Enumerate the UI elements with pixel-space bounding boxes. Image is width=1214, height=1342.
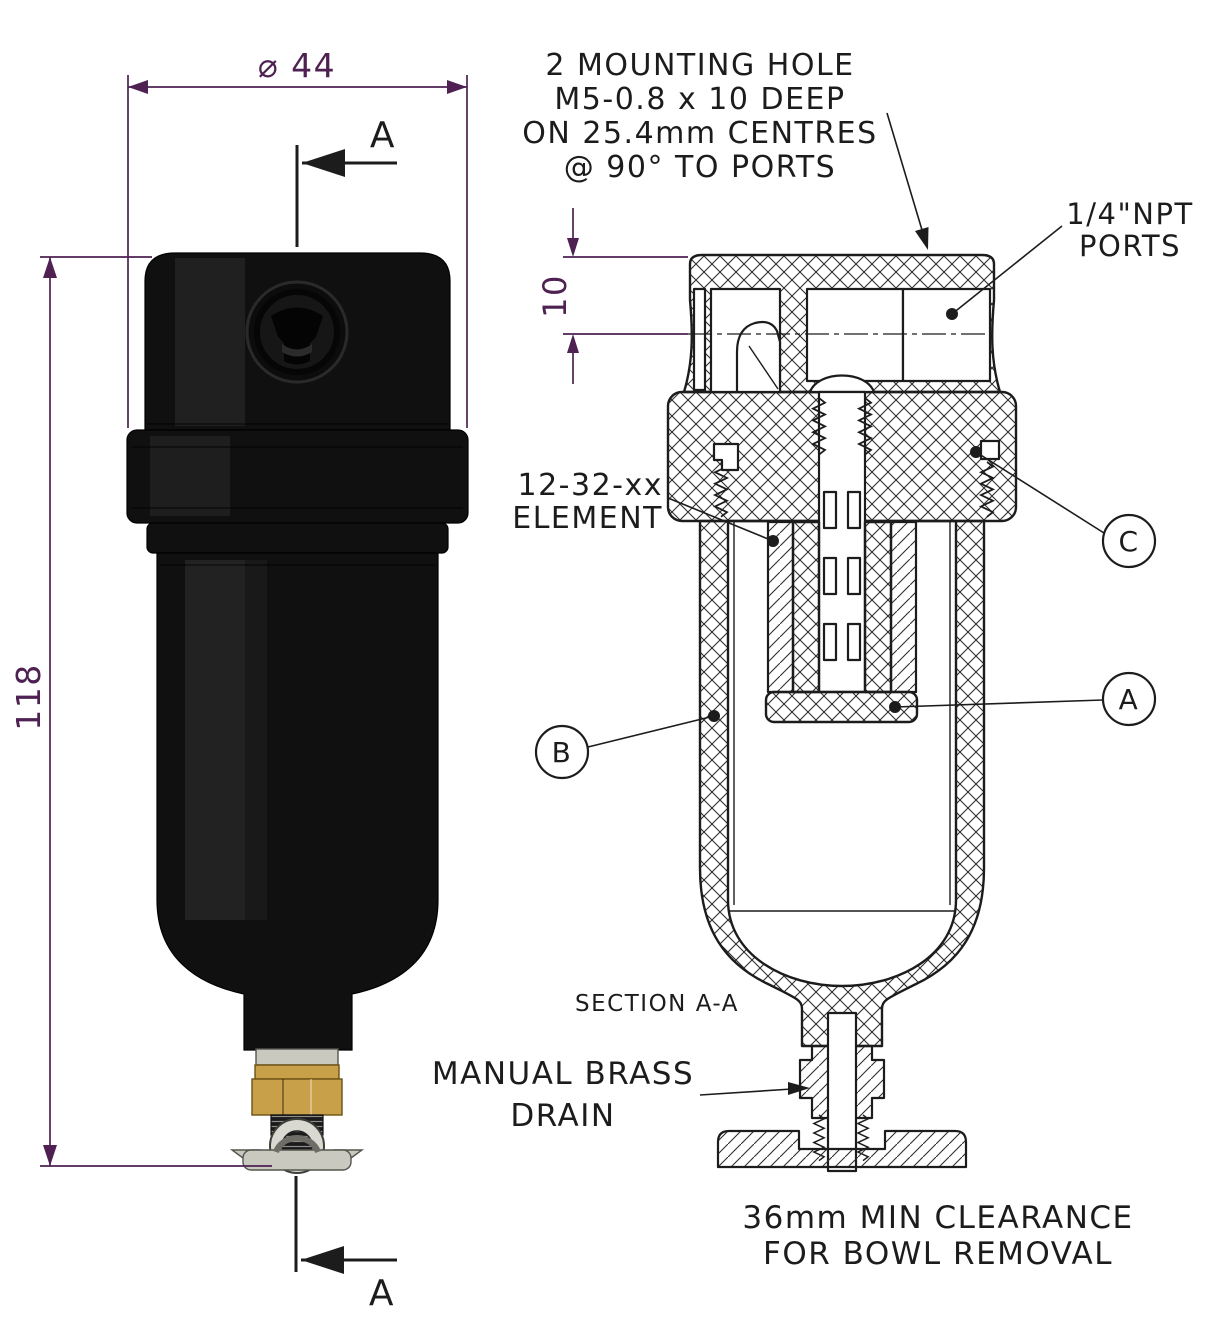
element-core-slots <box>822 490 862 662</box>
drain-leader-arrow <box>788 1082 810 1095</box>
ports-leader-dot <box>946 308 958 320</box>
note-mounting-holes: 2 MOUNTING HOLE M5-0.8 x 10 DEEP ON 25.4… <box>522 48 929 250</box>
element-note-line-2: ELEMENT <box>512 501 663 536</box>
element-tube-left <box>766 520 795 694</box>
balloon-c-circle <box>1101 513 1157 569</box>
drain-brass-hex-nut <box>251 1078 343 1116</box>
drain-wing-base <box>242 1149 352 1171</box>
filter-bowl-body <box>156 552 439 1051</box>
center-cavity <box>805 287 905 383</box>
dimension-port-depth: 10 <box>536 208 688 384</box>
section-view <box>666 253 1018 1173</box>
drain-wing-section <box>716 1129 968 1169</box>
section-arrow-bottom: A <box>294 1176 397 1314</box>
seal-pocket-left <box>712 442 740 472</box>
npt-port-cavity <box>901 287 992 383</box>
mounting-leader-arrow <box>915 227 929 250</box>
drain-stem-section <box>826 1011 858 1173</box>
balloon-b-group: B <box>534 710 720 780</box>
mounting-note-line-3: ON 25.4mm CENTRES <box>522 116 877 151</box>
section-arrow-top: A <box>295 115 397 247</box>
bowl-highlight-2 <box>245 560 267 920</box>
drain-brass-ring <box>254 1064 340 1080</box>
note-section-label: SECTION A-A <box>575 991 739 1017</box>
balloon-c-label: C <box>1118 525 1139 558</box>
note-npt-ports: 1/4"NPT PORTS <box>946 197 1193 320</box>
height-value: 118 <box>9 663 48 731</box>
ports-note-line-2: PORTS <box>1079 229 1181 263</box>
note-clearance: 36mm MIN CLEARANCE FOR BOWL REMOVAL <box>742 1200 1133 1272</box>
cap-highlight <box>175 258 245 426</box>
filter-step-ring <box>146 522 449 554</box>
balloon-b-circle <box>534 724 590 780</box>
balloon-a-group: A <box>889 671 1157 727</box>
drain-thread-collar <box>255 1048 339 1066</box>
section-arrow-bottom-label: A <box>369 1273 395 1314</box>
collar-highlight <box>150 436 230 516</box>
filter-photo-view <box>126 252 469 1174</box>
clearance-note-line-1: 36mm MIN CLEARANCE <box>742 1200 1133 1236</box>
mounting-note-line-1: 2 MOUNTING HOLE <box>545 48 854 83</box>
section-arrow-top-label: A <box>370 115 396 156</box>
dimension-height: 118 <box>9 256 272 1167</box>
section-label: SECTION A-A <box>575 991 739 1017</box>
bowl-highlight <box>185 560 245 920</box>
stem-dome <box>808 374 876 394</box>
mounting-note-line-2: M5-0.8 x 10 DEEP <box>554 82 845 117</box>
port-baffle <box>735 320 782 394</box>
balloon-a-label: A <box>1119 683 1140 716</box>
balloon-c-group: C <box>970 446 1157 569</box>
drain-note-line-2: DRAIN <box>510 1098 615 1134</box>
element-leader-dot <box>767 535 779 547</box>
element-note-line-1: 12-32-xx <box>517 468 663 503</box>
element-media-right <box>863 520 893 694</box>
clearance-note-line-2: FOR BOWL REMOVAL <box>763 1236 1113 1272</box>
drain-note-line-1: MANUAL BRASS <box>432 1056 694 1092</box>
element-tube-right <box>889 520 918 694</box>
balloon-b-label: B <box>552 736 573 769</box>
balloon-b-dot <box>708 710 720 722</box>
bowl-section <box>698 519 986 1048</box>
element-media-left <box>791 520 821 694</box>
balloon-a-dot <box>889 701 901 713</box>
balloon-a-circle <box>1101 671 1157 727</box>
drain-horseshoe <box>273 1135 321 1154</box>
note-element: 12-32-xx ELEMENT <box>512 468 779 547</box>
cap-keyhole-highlight <box>282 344 312 357</box>
diameter-value: ⌀ 44 <box>258 46 336 85</box>
mounting-note-line-4: @ 90° TO PORTS <box>564 150 836 185</box>
balloon-c-dot <box>970 446 982 458</box>
ports-note-line-1: 1/4"NPT <box>1066 197 1193 231</box>
note-drain: MANUAL BRASS DRAIN <box>432 1056 810 1134</box>
depth-value: 10 <box>536 274 574 318</box>
left-port-bore <box>692 287 707 392</box>
baffle-edge <box>748 345 779 390</box>
dimension-diameter: ⌀ 44 <box>127 46 468 428</box>
